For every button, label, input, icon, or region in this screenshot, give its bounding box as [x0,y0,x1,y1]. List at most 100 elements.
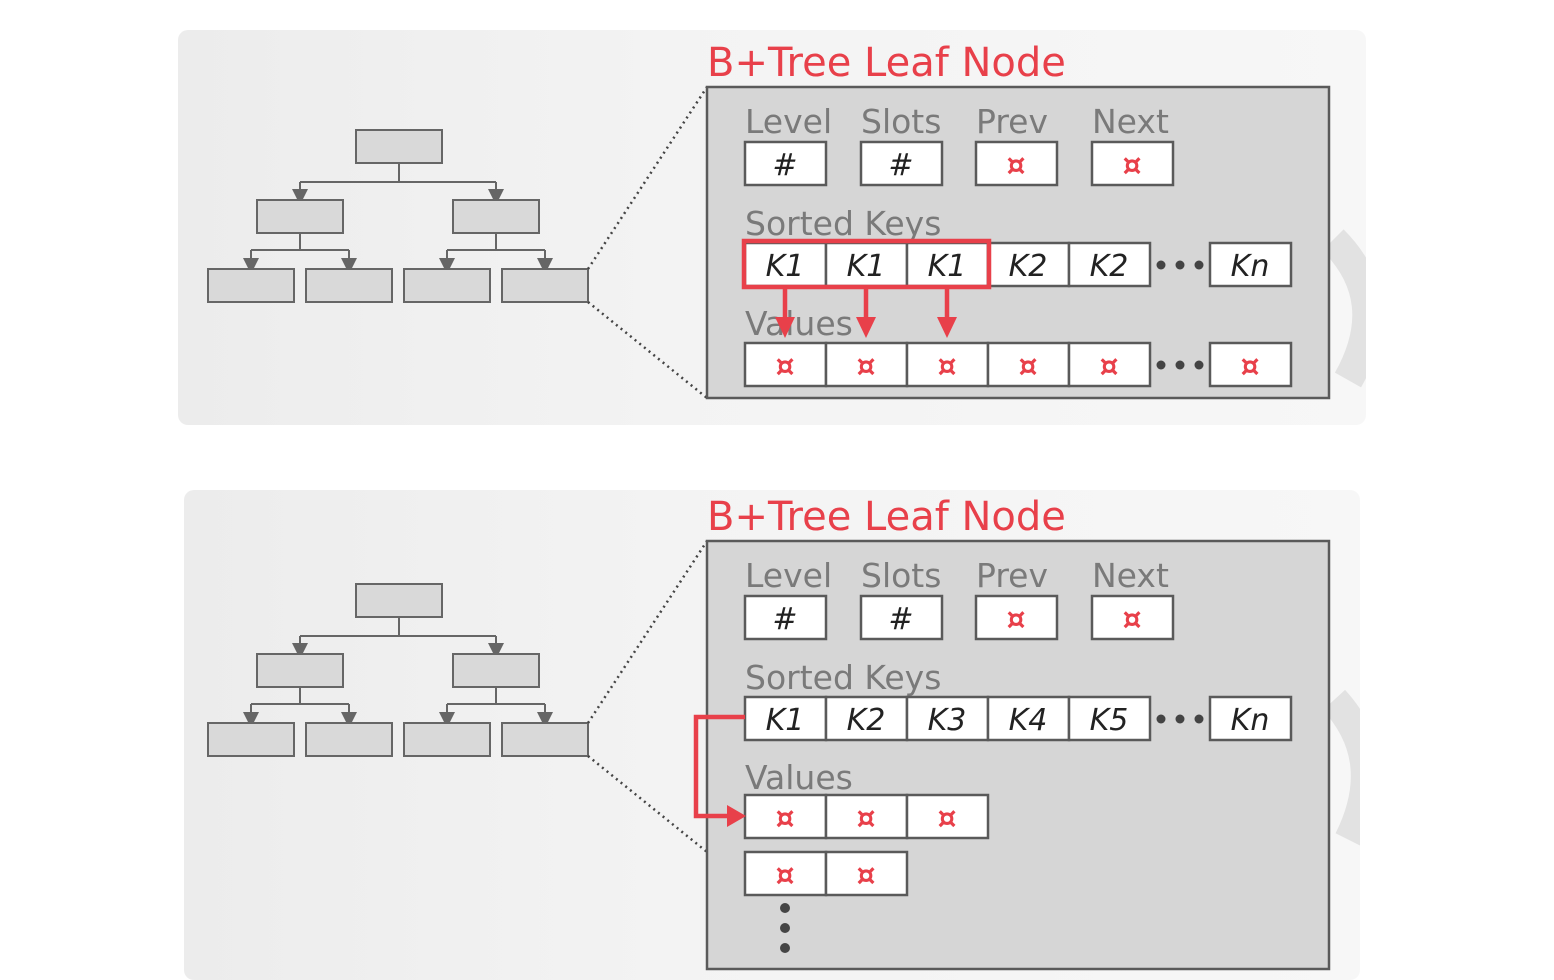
key-cell-last [1208,695,1293,742]
header-label-level: Level [745,556,832,595]
tree-root-node [355,129,443,164]
ellipsis-dot [1156,360,1166,370]
header-prev-pointer: ¤ [1006,148,1025,183]
value-cell [1067,341,1152,388]
node-title: B+Tree Leaf Node [707,40,1066,86]
key-label-last: Kn [1231,249,1270,284]
header-level-box [743,140,828,187]
header-next-pointer: ¤ [1122,602,1141,637]
value-list-k2: ¤ ¤ [743,850,909,897]
value-cell [824,850,909,897]
value-cell [986,341,1071,388]
header-label-next: Next [1092,556,1169,595]
header-slots-box [859,594,944,641]
key-label: K1 [766,249,805,284]
key-label-last: Kn [1231,703,1270,738]
vertical-ellipsis-dot [780,923,790,933]
tree-leaf-node-zoomed [501,268,589,303]
header-label-next: Next [1092,102,1169,141]
value-pointer: ¤ [1099,349,1118,384]
value-cell [824,793,909,840]
header-level-box [743,594,828,641]
header-level-value: # [772,602,797,637]
header-prev-box [974,594,1059,641]
key-cell [905,695,990,742]
value-pointer: ¤ [775,858,794,893]
header-label-slots: Slots [861,556,941,595]
header-next-pointer: ¤ [1122,148,1141,183]
value-pointer: ¤ [775,801,794,836]
tree-leaf-node [305,268,393,303]
zoom-line-bottom [587,301,708,399]
zoom-line-bottom [587,755,708,853]
sorted-keys-row: K1 K2 K3 K4 K5 Kn [743,695,1293,742]
header-label-prev: Prev [976,102,1048,141]
value-pointer: ¤ [775,349,794,384]
header-label-level: Level [745,102,832,141]
sorted-keys-label: Sorted Keys [745,204,941,243]
header-slots-value: # [888,602,913,637]
value-pointer: ¤ [937,349,956,384]
value-pointer-last: ¤ [1240,349,1259,384]
diagram-panel-value-lists: B+Tree Leaf Node Level Slots Prev Next #… [184,490,1360,980]
red-arrowhead [856,317,876,338]
value-pointer: ¤ [856,801,875,836]
header-next-box [1090,594,1175,641]
background-watermark [1322,229,1366,388]
key-cell [1067,241,1152,288]
ellipsis-dot [1175,714,1185,724]
header-slots-box [859,140,944,187]
key-to-value-list-arrow [693,714,746,827]
ellipsis-dot [1175,260,1185,270]
value-pointer: ¤ [937,801,956,836]
tree-inner-node-right [452,653,540,688]
key-cell [1067,695,1152,742]
panel-1-svg: B+Tree Leaf Node Level Slots Prev Next #… [207,40,1366,400]
value-pointer: ¤ [1018,349,1037,384]
ellipsis-dot [1156,260,1166,270]
header-next-box [1090,140,1175,187]
sorted-keys-label: Sorted Keys [745,658,941,697]
header-prev-box [974,140,1059,187]
value-cell [905,793,990,840]
ellipsis-dot [1194,260,1204,270]
value-pointer: ¤ [856,858,875,893]
key-label: K1 [847,249,886,284]
tree-leaf-node-zoomed [501,722,589,757]
header-label-prev: Prev [976,556,1048,595]
key-label: K1 [928,249,967,284]
ellipsis-dot [1175,360,1185,370]
values-row: ¤ ¤ ¤ ¤ ¤ ¤ [743,341,1293,388]
node-title: B+Tree Leaf Node [707,494,1066,540]
key-label: K2 [1090,249,1129,284]
header-label-slots: Slots [861,102,941,141]
vertical-ellipsis-dot [780,943,790,953]
key-cell [986,241,1071,288]
tree-leaf-node [207,722,295,757]
key-cell [824,241,909,288]
values-label: Values [745,304,853,343]
header-level-value: # [772,148,797,183]
ellipsis-dot [1156,714,1166,724]
ellipsis-dot [1194,360,1204,370]
tree-leaf-node [305,722,393,757]
values-label: Values [745,758,853,797]
diagram-panel-duplicate-keys: B+Tree Leaf Node Level Slots Prev Next #… [178,30,1366,425]
tree-leaf-node [403,722,491,757]
ellipsis-dot [1194,714,1204,724]
tree-inner-node-right [452,199,540,234]
zoom-line-top [586,86,709,270]
background-watermark [1322,689,1360,846]
vertical-ellipsis-dot [780,903,790,913]
key-label: K2 [847,703,886,738]
tree-overview [207,583,589,757]
key-label: K3 [928,703,967,738]
panel-2-svg: B+Tree Leaf Node Level Slots Prev Next #… [207,494,1360,971]
key-label: K5 [1090,703,1129,738]
sorted-keys-row: K1 K1 K1 K2 K2 Kn [743,241,1293,288]
value-cell-last [1208,341,1293,388]
value-cell [743,341,828,388]
value-pointer: ¤ [856,349,875,384]
value-list-k1: ¤ ¤ ¤ [743,793,990,840]
red-arrowhead [937,317,957,338]
